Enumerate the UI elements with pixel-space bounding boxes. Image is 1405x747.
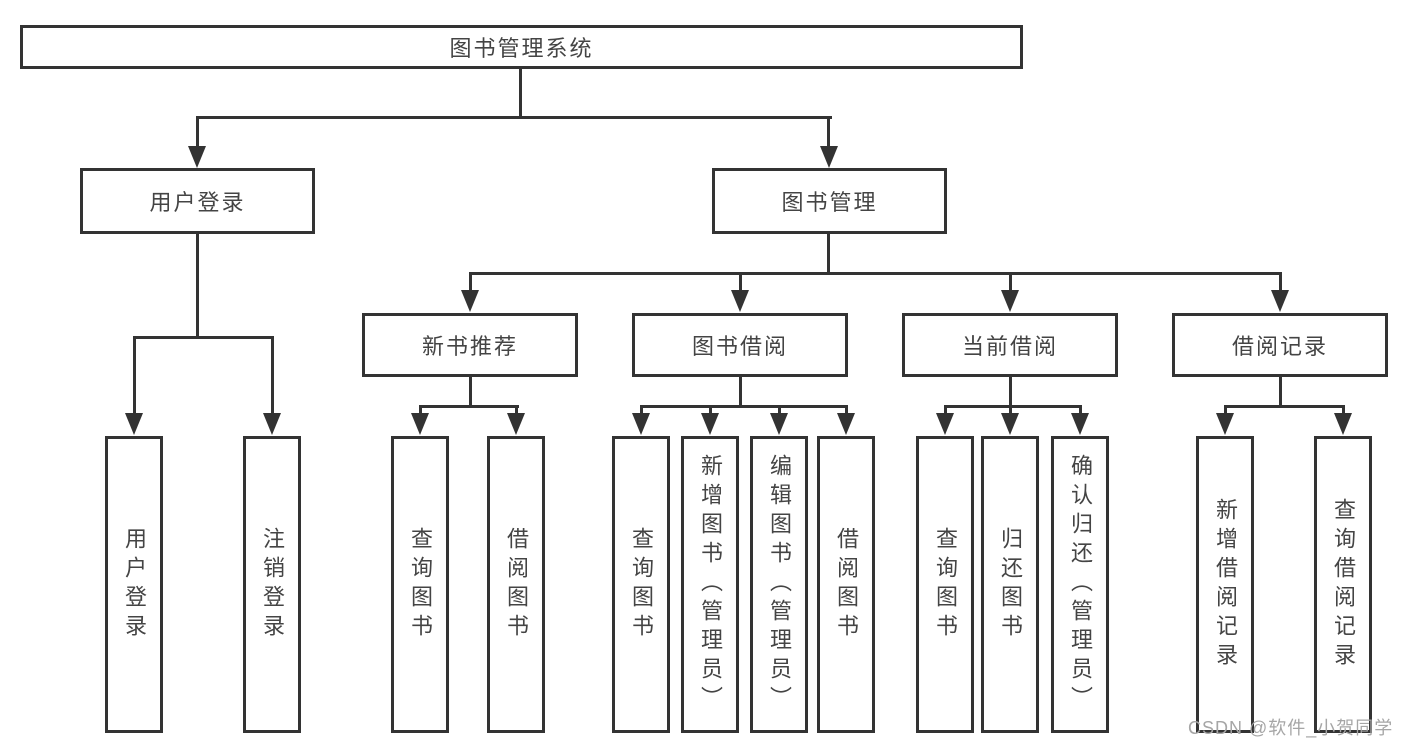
leaf-query-borrow-record: 查询借阅记录 [1314,436,1372,733]
connector-line [196,116,832,119]
leaf-query-borrow-record-label: 查询借阅记录 [1331,497,1356,672]
connector-line [944,405,947,418]
connector-line [739,374,742,408]
connector-line [515,405,518,418]
arrowhead-down-icon [770,413,788,435]
arrowhead-down-icon [263,413,281,435]
arrowhead-down-icon [507,413,525,435]
connector-line [778,405,781,418]
leaf-query-books-1-label: 查询图书 [408,526,433,643]
leaf-query-books-3: 查询图书 [916,436,974,733]
connector-line [271,336,274,418]
connector-line [519,66,522,119]
node-book-management-label: 图书管理 [781,190,878,215]
connector-line [1009,272,1012,295]
connector-line [739,272,742,295]
node-current-borrow: 当前借阅 [902,313,1118,377]
arrowhead-down-icon [820,146,838,168]
connector-line [827,231,830,275]
connector-line [419,405,422,418]
node-user-login: 用户登录 [80,168,315,234]
leaf-query-books-2-label: 查询图书 [629,526,654,643]
arrowhead-down-icon [1001,290,1019,312]
leaf-borrow-books-2-label: 借阅图书 [834,526,859,643]
arrowhead-down-icon [731,290,749,312]
leaf-add-borrow-record: 新增借阅记录 [1196,436,1254,733]
connector-line [196,231,199,339]
connector-line [640,405,643,418]
node-borrow-records-label: 借阅记录 [1231,334,1328,359]
leaf-query-books-3-label: 查询图书 [933,526,958,643]
connector-line [640,405,848,408]
connector-line [827,116,830,150]
csdn-watermark: CSDN @软件_小贺同学 [1188,718,1394,738]
leaf-borrow-books-2: 借阅图书 [817,436,875,733]
connector-line [419,405,519,408]
leaf-query-books-2: 查询图书 [612,436,670,733]
connector-line [469,272,472,295]
arrowhead-down-icon [1216,413,1234,435]
connector-line [944,405,1082,408]
node-new-book-recommend: 新书推荐 [362,313,578,377]
connector-line [1224,405,1345,408]
leaf-return-books-label: 归还图书 [998,526,1023,643]
leaf-confirm-return-admin-label: 确认归还（管理员） [1068,454,1093,715]
node-borrow-records: 借阅记录 [1172,313,1388,377]
leaf-query-books-1: 查询图书 [391,436,449,733]
connector-line [1279,374,1282,408]
node-new-book-recommend-label: 新书推荐 [421,334,518,359]
connector-line [133,336,136,418]
arrowhead-down-icon [1071,413,1089,435]
connector-line [1279,272,1282,295]
connector-line [1342,405,1345,418]
leaf-edit-books-admin-label: 编辑图书（管理员） [767,454,792,715]
arrowhead-down-icon [701,413,719,435]
arrowhead-down-icon [936,413,954,435]
node-book-borrow-label: 图书借阅 [691,334,788,359]
leaf-edit-books-admin: 编辑图书（管理员） [750,436,808,733]
arrowhead-down-icon [1001,413,1019,435]
arrowhead-down-icon [1334,413,1352,435]
arrowhead-down-icon [188,146,206,168]
connector-line [133,336,274,339]
arrowhead-down-icon [837,413,855,435]
connector-line [709,405,712,418]
leaf-add-books-admin-label: 新增图书（管理员） [698,454,723,715]
connector-line [469,272,1282,275]
connector-line [1009,374,1012,408]
node-book-borrow: 图书借阅 [632,313,848,377]
connector-line [845,405,848,418]
leaf-return-books: 归还图书 [981,436,1039,733]
leaf-logout: 注销登录 [243,436,301,733]
connector-line [469,374,472,408]
leaf-logout-label: 注销登录 [260,526,285,643]
leaf-add-books-admin: 新增图书（管理员） [681,436,739,733]
leaf-add-borrow-record-label: 新增借阅记录 [1213,497,1238,672]
arrowhead-down-icon [411,413,429,435]
arrowhead-down-icon [632,413,650,435]
node-root-system: 图书管理系统 [20,25,1023,69]
node-current-borrow-label: 当前借阅 [961,334,1058,359]
node-root-label: 图书管理系统 [449,36,594,61]
arrowhead-down-icon [1271,290,1289,312]
node-user-login-label: 用户登录 [149,190,246,215]
connector-line [196,116,199,150]
leaf-borrow-books-1: 借阅图书 [487,436,545,733]
leaf-confirm-return-admin: 确认归还（管理员） [1051,436,1109,733]
arrowhead-down-icon [125,413,143,435]
connector-line [1224,405,1227,418]
leaf-borrow-books-1-label: 借阅图书 [504,526,529,643]
node-book-management: 图书管理 [712,168,947,234]
leaf-user-login-label: 用户登录 [122,526,147,643]
connector-line [1009,405,1012,418]
leaf-user-login: 用户登录 [105,436,163,733]
connector-line [1079,405,1082,418]
arrowhead-down-icon [461,290,479,312]
